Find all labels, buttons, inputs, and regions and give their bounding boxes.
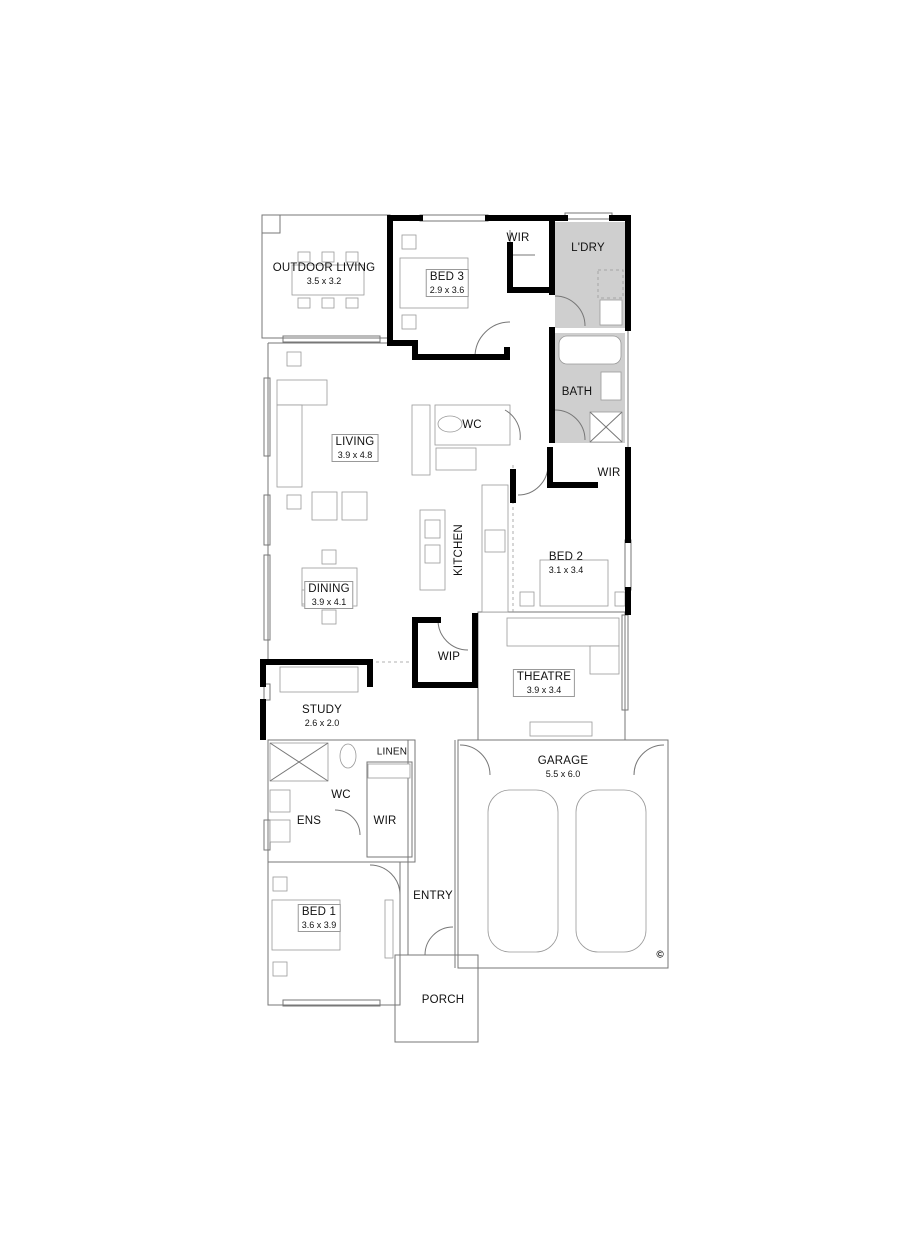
room-wir-bed1: WIR	[373, 815, 397, 827]
room-porch: PORCH	[421, 994, 465, 1006]
room-laundry: L'DRY	[571, 242, 605, 254]
room-wc-ensuite: WC	[331, 789, 351, 801]
car-right	[575, 789, 647, 953]
room-wip: WIP	[437, 651, 461, 663]
room-name: LIVING	[335, 436, 375, 448]
room-bed1: BED 1 3.6 x 3.9	[297, 904, 341, 932]
room-size: 3.5 x 3.2	[306, 276, 342, 286]
walls	[260, 215, 631, 740]
room-linen: LINEN	[376, 746, 408, 758]
room-dining: DINING 3.9 x 4.1	[304, 581, 354, 609]
room-name: BED 3	[429, 271, 465, 283]
car-left	[487, 789, 559, 953]
room-ensuite: ENS	[296, 815, 322, 827]
room-bed2: BED 2 3.1 x 3.4	[549, 551, 584, 575]
room-name: BED 2	[548, 551, 584, 563]
room-name: OUTDOOR LIVING	[272, 262, 376, 274]
room-size: 5.5 x 6.0	[545, 769, 581, 779]
room-outdoor-living: OUTDOOR LIVING 3.5 x 3.2	[273, 262, 375, 286]
room-bed3: BED 3 2.9 x 3.6	[425, 269, 469, 297]
room-theatre: THEATRE 3.9 x 3.4	[512, 669, 576, 697]
room-size: 3.1 x 3.4	[548, 565, 584, 575]
room-wir-bed2: WIR	[597, 467, 621, 479]
room-study: STUDY 2.6 x 2.0	[302, 704, 342, 728]
room-wir-bed3: WIR	[506, 232, 530, 244]
room-name: GARAGE	[537, 755, 589, 767]
room-size: 2.6 x 2.0	[304, 718, 340, 728]
room-name: DINING	[308, 583, 350, 595]
room-name: THEATRE	[516, 671, 572, 683]
copyright-icon: ©	[656, 949, 664, 961]
room-garage: GARAGE 5.5 x 6.0	[538, 755, 588, 779]
room-name: STUDY	[302, 704, 342, 716]
room-bath: BATH	[561, 386, 593, 398]
room-living: LIVING 3.9 x 4.8	[331, 434, 379, 462]
room-size: 3.9 x 3.4	[526, 685, 562, 695]
room-kitchen: KITCHEN	[453, 524, 465, 576]
room-size: 3.6 x 3.9	[301, 920, 337, 930]
room-size: 2.9 x 3.6	[429, 285, 465, 295]
room-size: 3.9 x 4.1	[311, 597, 347, 607]
door-swings	[334, 295, 665, 956]
room-size: 3.9 x 4.8	[337, 450, 373, 460]
furniture	[269, 234, 647, 977]
room-name: BED 1	[301, 906, 337, 918]
room-wc: WC	[462, 419, 482, 431]
room-entry: ENTRY	[413, 890, 453, 902]
